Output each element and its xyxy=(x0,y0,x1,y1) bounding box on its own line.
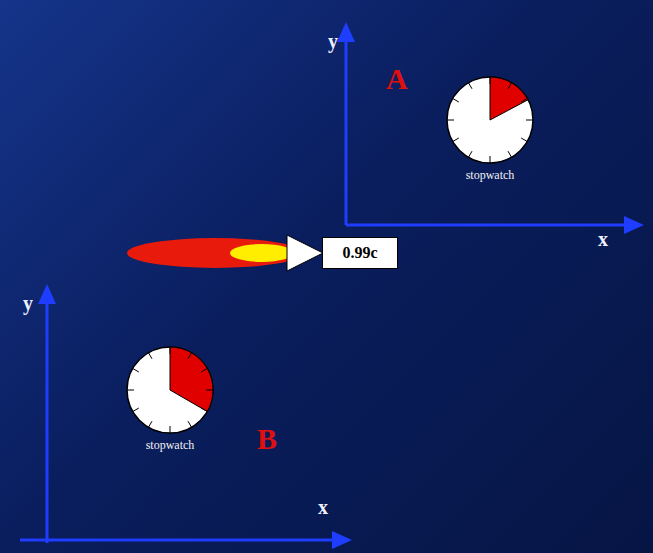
tick-mark xyxy=(453,138,459,142)
elapsed-sector xyxy=(170,347,213,412)
clock-face xyxy=(127,347,213,433)
tick-mark xyxy=(508,151,512,157)
tick-mark xyxy=(127,390,134,391)
stopwatch-label: stopwatch xyxy=(124,438,216,453)
tick-mark xyxy=(206,390,213,391)
stopwatch: stopwatch xyxy=(444,74,536,183)
rocket xyxy=(127,235,323,271)
rocket-nose xyxy=(287,235,323,271)
tick-mark xyxy=(201,408,207,412)
tick-mark xyxy=(133,408,139,412)
clock-face xyxy=(447,77,533,163)
axis-label: x xyxy=(598,228,608,251)
arrowhead xyxy=(624,216,644,234)
flame-inner xyxy=(230,244,294,262)
tick-mark xyxy=(469,151,473,157)
y-axis-b xyxy=(46,300,49,543)
tick-mark xyxy=(188,353,192,359)
x-axis-a xyxy=(346,224,628,227)
axis-label: y xyxy=(328,30,338,53)
tick-mark xyxy=(149,353,153,359)
elapsed-sector xyxy=(490,77,528,120)
stopwatch: stopwatch xyxy=(124,344,216,453)
arrowhead xyxy=(38,284,56,304)
arrowhead xyxy=(332,531,352,549)
tick-mark xyxy=(490,77,491,84)
arrowhead xyxy=(337,22,355,42)
tick-mark xyxy=(469,83,473,89)
stopwatch-face xyxy=(444,74,536,166)
stopwatch-label: stopwatch xyxy=(444,168,536,183)
tick-mark xyxy=(521,138,527,142)
y-axis-a xyxy=(345,38,348,225)
tick-mark xyxy=(526,120,533,121)
velocity-box: 0.99c xyxy=(322,237,398,269)
tick-mark xyxy=(133,369,139,373)
velocity-label: 0.99c xyxy=(323,238,397,267)
tick-mark xyxy=(521,99,527,103)
tick-mark xyxy=(453,99,459,103)
frame-label: A xyxy=(386,62,408,96)
tick-mark xyxy=(508,83,512,89)
tick-mark xyxy=(490,156,491,163)
tick-mark xyxy=(201,369,207,373)
tick-mark xyxy=(447,120,454,121)
tick-mark xyxy=(170,347,171,354)
frame-label: B xyxy=(257,422,277,456)
x-axis-b xyxy=(20,539,335,542)
axis-label: x xyxy=(318,496,328,519)
axis-label: y xyxy=(23,292,33,315)
tick-mark xyxy=(149,421,153,427)
stopwatch-face xyxy=(124,344,216,436)
tick-mark xyxy=(188,421,192,427)
flame-outer xyxy=(127,238,303,268)
tick-mark xyxy=(170,426,171,433)
